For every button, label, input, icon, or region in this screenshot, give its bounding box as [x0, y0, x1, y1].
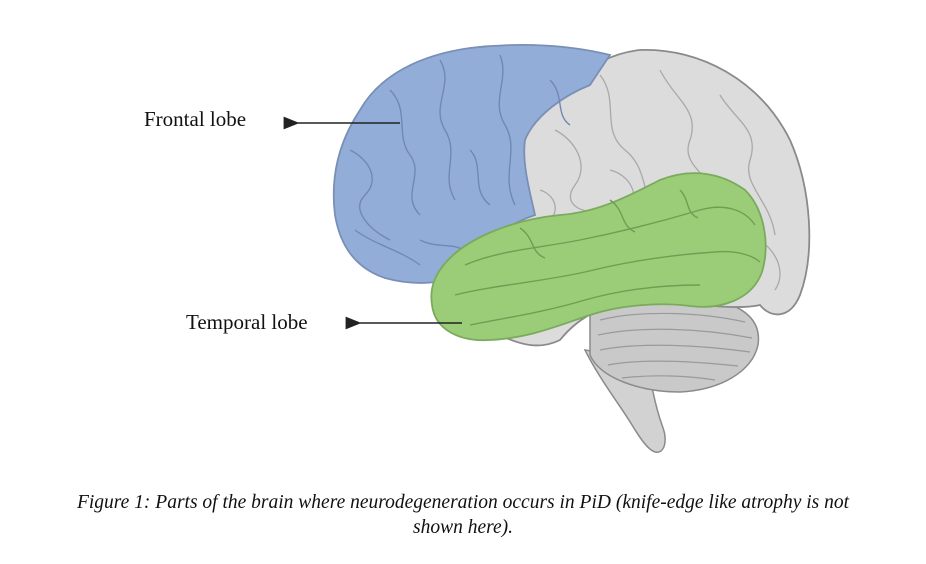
temporal-lobe-folds — [454, 189, 761, 326]
frontal-lobe — [332, 44, 612, 284]
cerebellum — [589, 294, 760, 393]
frontal-lobe-label: Frontal lobe — [144, 107, 247, 131]
cerebellum-folds — [597, 312, 753, 381]
caption-line-2: shown here). — [412, 517, 513, 538]
figure-caption: Figure 1: Parts of the brain where neuro… — [0, 490, 926, 540]
frontal-lobe-folds — [349, 54, 571, 266]
caption-line-1: Figure 1: Parts of the brain where neuro… — [76, 492, 850, 513]
temporal-lobe-label: Temporal lobe — [186, 310, 308, 334]
